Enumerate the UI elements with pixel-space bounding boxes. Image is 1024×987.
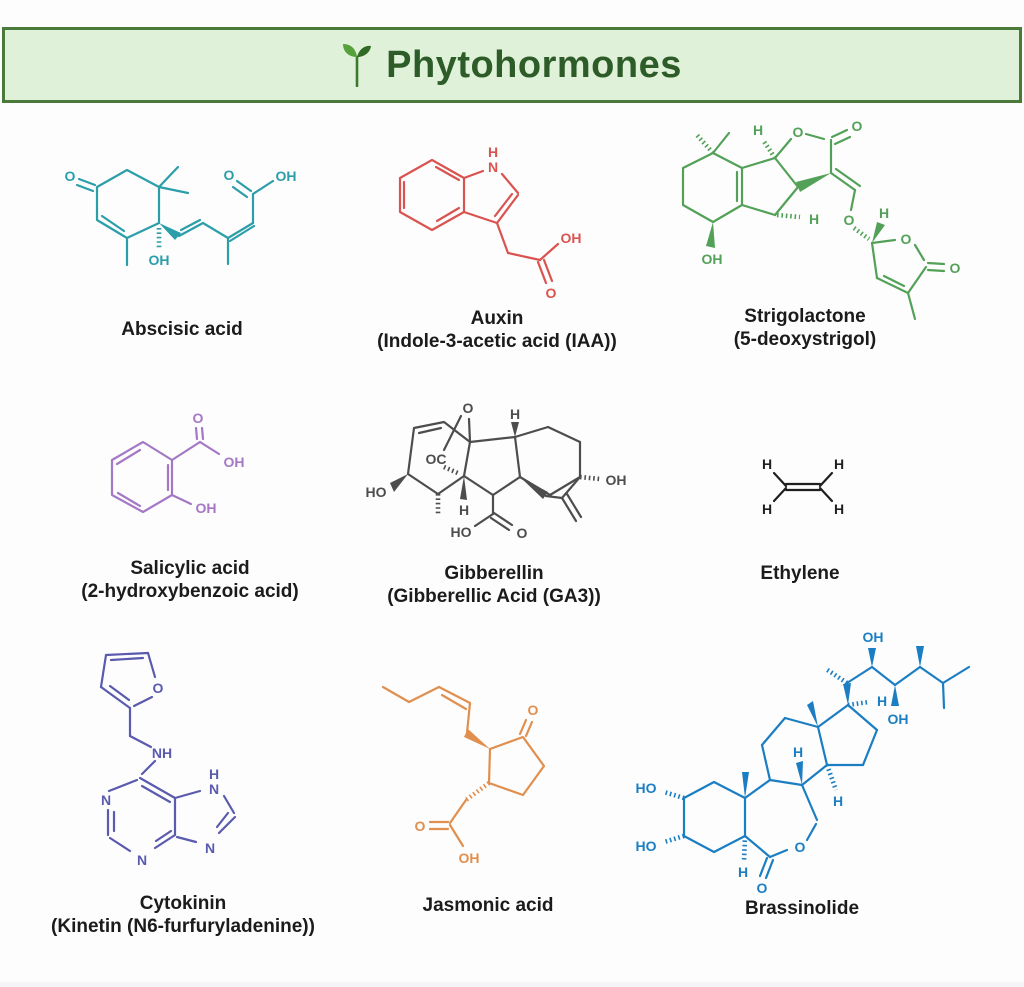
atom-label: H	[738, 864, 748, 880]
atom-label: OH	[196, 500, 217, 516]
atom-label: NH	[152, 745, 172, 761]
molecule-name: Ethylene	[760, 563, 840, 584]
strigolactone-caption: Strigolactone (5-deoxystrigol)	[655, 305, 955, 351]
atom-label: OC	[426, 451, 447, 467]
molecule-name: Strigolactone	[744, 306, 866, 327]
atom-label: O	[224, 167, 235, 183]
atom-label: H	[879, 205, 889, 221]
atom-label: O	[528, 702, 539, 718]
atom-label: H	[762, 501, 772, 517]
atom-label: OH	[888, 711, 909, 727]
atom-label: HO	[451, 524, 472, 540]
auxin-structure: H N OH O	[398, 144, 582, 301]
atom-label: O	[757, 880, 768, 896]
page-title: Phytohormones	[386, 43, 682, 86]
atom-label: O	[463, 400, 474, 416]
molecule-name: Abscisic acid	[121, 319, 243, 340]
atom-label: H	[833, 793, 843, 809]
atom-label: OH	[276, 168, 297, 184]
atom-label: H	[209, 766, 219, 782]
atom-label: H	[793, 744, 803, 760]
brassinolide-structure: HO HO O O H H H H OH	[636, 629, 971, 896]
atom-label: H	[877, 693, 887, 709]
atom-label: H	[834, 501, 844, 517]
atom-label: HO	[636, 838, 657, 854]
gibberellin-structure: HO O OC H OH H HO O	[366, 400, 627, 541]
brassinolide-caption: Brassinolide	[652, 897, 952, 920]
atom-label: HO	[636, 780, 657, 796]
atom-label: OH	[561, 230, 582, 246]
atom-label: H	[809, 211, 819, 227]
atom-label: N	[488, 159, 498, 175]
atom-label: H	[510, 406, 520, 422]
atom-label: O	[546, 285, 557, 301]
atom-label: N	[209, 781, 219, 797]
strigolactone-structure: OH H O O H O H O O	[681, 118, 961, 321]
abscisic-acid-caption: Abscisic acid	[42, 318, 322, 341]
atom-label: N	[101, 792, 111, 808]
molecule-name: Cytokinin	[139, 893, 227, 914]
molecule-name: Gibberellin	[444, 563, 544, 584]
seedling-icon	[342, 43, 372, 88]
molecule-subtitle: (Indole-3-acetic acid (IAA))	[377, 331, 617, 352]
atom-label: H	[459, 502, 469, 518]
atom-label: OH	[702, 251, 723, 267]
ethylene-structure: H H H H	[762, 456, 844, 517]
molecule-name: Salicylic acid	[130, 558, 250, 579]
atom-label: HO	[366, 484, 387, 500]
atom-label: O	[517, 525, 528, 541]
molecule-name: Brassinolide	[744, 898, 860, 919]
atom-label: OH	[459, 850, 480, 866]
bottom-strip	[0, 982, 1024, 987]
abscisic-acid-structure: O OH O OH	[65, 165, 297, 268]
atom-label: OH	[149, 252, 170, 268]
atom-label: N	[205, 840, 215, 856]
atom-label: OH	[224, 454, 245, 470]
jasmonic-acid-caption: Jasmonic acid	[338, 894, 638, 917]
header-banner: Phytohormones	[2, 27, 1022, 103]
atom-label: OH	[863, 629, 884, 645]
auxin-caption: Auxin (Indole-3-acetic acid (IAA))	[347, 307, 647, 353]
atom-label: O	[950, 260, 961, 276]
atom-label: H	[762, 456, 772, 472]
atom-label: N	[137, 852, 147, 868]
atom-label: O	[793, 124, 804, 140]
molecule-name: Jasmonic acid	[422, 895, 554, 916]
atom-label: O	[65, 168, 76, 184]
atom-label: O	[153, 680, 164, 696]
atom-label: O	[852, 118, 863, 134]
atom-label: H	[753, 122, 763, 138]
molecule-subtitle: (2-hydroxybenzoic acid)	[81, 581, 299, 602]
gibberellin-caption: Gibberellin (Gibberellic Acid (GA3))	[344, 562, 644, 608]
cytokinin-structure: O NH N N H N N	[99, 651, 237, 868]
cytokinin-caption: Cytokinin (Kinetin (N6-furfuryladenine))	[33, 892, 333, 938]
atom-label: H	[834, 456, 844, 472]
atom-label: H	[488, 144, 498, 160]
molecule-name: Auxin	[470, 308, 524, 329]
jasmonic-acid-structure: O O OH	[381, 685, 546, 866]
atom-label: O	[844, 212, 855, 228]
salicylic-acid-caption: Salicylic acid (2-hydroxybenzoic acid)	[40, 557, 340, 603]
molecule-subtitle: (5-deoxystrigol)	[733, 329, 877, 350]
ethylene-caption: Ethylene	[650, 562, 950, 585]
atom-label: O	[193, 410, 204, 426]
atom-label: O	[415, 818, 426, 834]
salicylic-acid-structure: O OH OH	[110, 410, 245, 516]
atom-label: O	[795, 839, 806, 855]
molecule-subtitle: (Gibberellic Acid (GA3))	[387, 586, 601, 607]
molecule-subtitle: (Kinetin (N6-furfuryladenine))	[51, 916, 315, 937]
atom-label: OH	[606, 472, 627, 488]
atom-label: O	[901, 231, 912, 247]
